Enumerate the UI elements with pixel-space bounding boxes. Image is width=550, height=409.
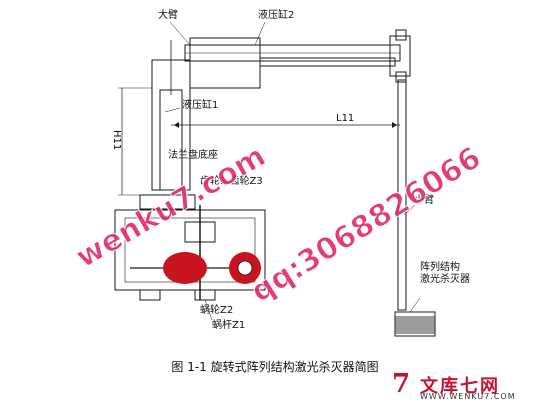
wrist-lower-pin bbox=[395, 71, 407, 83]
label-hydraulic-cylinder-1: 液压缸1 bbox=[182, 100, 219, 111]
site-logo: 7 文库七网 WWW.WENKU7.COM bbox=[392, 370, 542, 404]
label-small-arm: 小臂 bbox=[414, 195, 434, 206]
gear-z3 bbox=[184, 221, 216, 243]
label-h11: H11 bbox=[111, 130, 122, 151]
ground-hatch bbox=[395, 316, 435, 334]
hydraulic-cylinder-1 bbox=[159, 89, 183, 191]
label-l11: L11 bbox=[336, 113, 355, 124]
flange-seat bbox=[139, 194, 196, 210]
figure-caption: 图 1-1 旋转式阵列结构激光杀灭器简图 bbox=[171, 360, 379, 374]
label-worm-gear-z2: 蜗轮Z2 bbox=[200, 305, 234, 316]
support-right bbox=[194, 289, 216, 301]
worm-gear-red bbox=[163, 252, 261, 284]
label-big-arm: 大臂 bbox=[158, 10, 178, 21]
label-gear-z3: 齿轮3 齿轮Z3 bbox=[200, 176, 263, 187]
logo-url: WWW.WENKU7.COM bbox=[420, 392, 516, 401]
label-flange-mount: 法兰盘底座 bbox=[168, 150, 218, 161]
wrist-pin bbox=[395, 29, 407, 41]
label-array-extinguisher: 阵列结构 激光杀灭器 bbox=[420, 262, 470, 285]
label-hydraulic-cylinder-2: 液压缸2 bbox=[258, 10, 295, 21]
support-left bbox=[139, 289, 161, 301]
small-arm bbox=[397, 79, 407, 311]
label-worm-z1: 蜗杆Z1 bbox=[212, 320, 246, 331]
logo-name: 文库七网 bbox=[420, 376, 500, 397]
cylinder-2-rod bbox=[259, 57, 396, 67]
base-housing bbox=[114, 209, 266, 291]
logo-mark: 7 bbox=[392, 369, 411, 399]
wrist-joint bbox=[389, 35, 411, 77]
